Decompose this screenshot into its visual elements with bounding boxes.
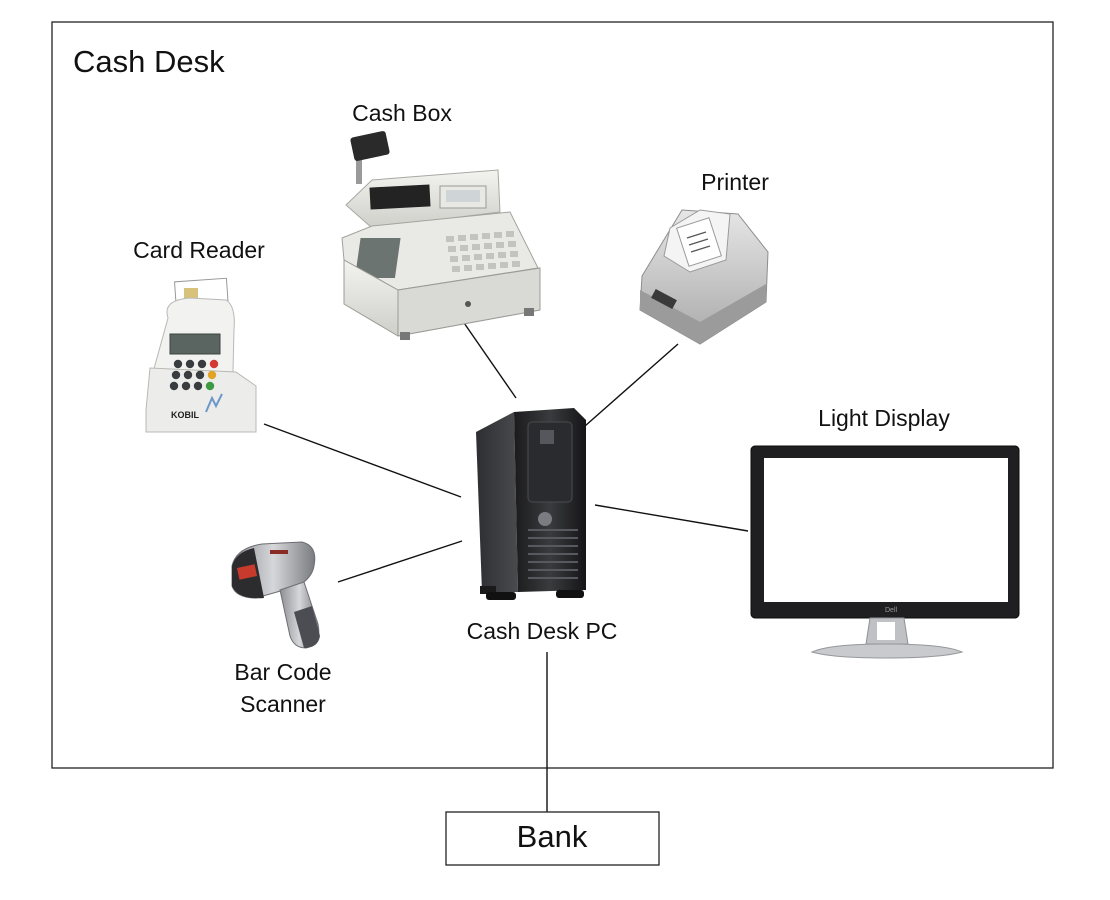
monitor-brand: Dell — [885, 607, 898, 614]
cash-register-icon — [341, 131, 541, 340]
card-reader-label: Card Reader — [133, 237, 265, 263]
printer-label: Printer — [701, 169, 769, 195]
link-printer-pc — [584, 343, 679, 427]
bank-label: Bank — [517, 819, 588, 854]
card-reader-brand: KOBIL — [171, 410, 200, 420]
bank-box — [445, 811, 660, 866]
link-card-reader-pc — [263, 423, 462, 498]
link-cash-box-pc — [461, 319, 517, 399]
cash-box-label: Cash Box — [352, 100, 452, 126]
card-reader-icon: KOBIL — [145, 277, 257, 433]
cash-desk-boundary — [51, 21, 1054, 769]
cash-desk-pc-label: Cash Desk PC — [467, 618, 618, 644]
tower-pc-icon — [476, 408, 586, 600]
light-display-label: Light Display — [818, 405, 950, 431]
receipt-printer-icon — [639, 209, 769, 345]
cash-desk-title: Cash Desk — [73, 44, 225, 79]
monitor-icon: Dell — [750, 445, 1020, 659]
link-scanner-pc — [337, 540, 463, 583]
barcode-scanner-icon — [231, 541, 320, 649]
link-display-pc — [594, 504, 749, 532]
bar-code-scanner-label-line1: Bar Code — [234, 659, 331, 685]
connection-lines — [263, 319, 749, 812]
bar-code-scanner-label-line2: Scanner — [240, 691, 326, 717]
